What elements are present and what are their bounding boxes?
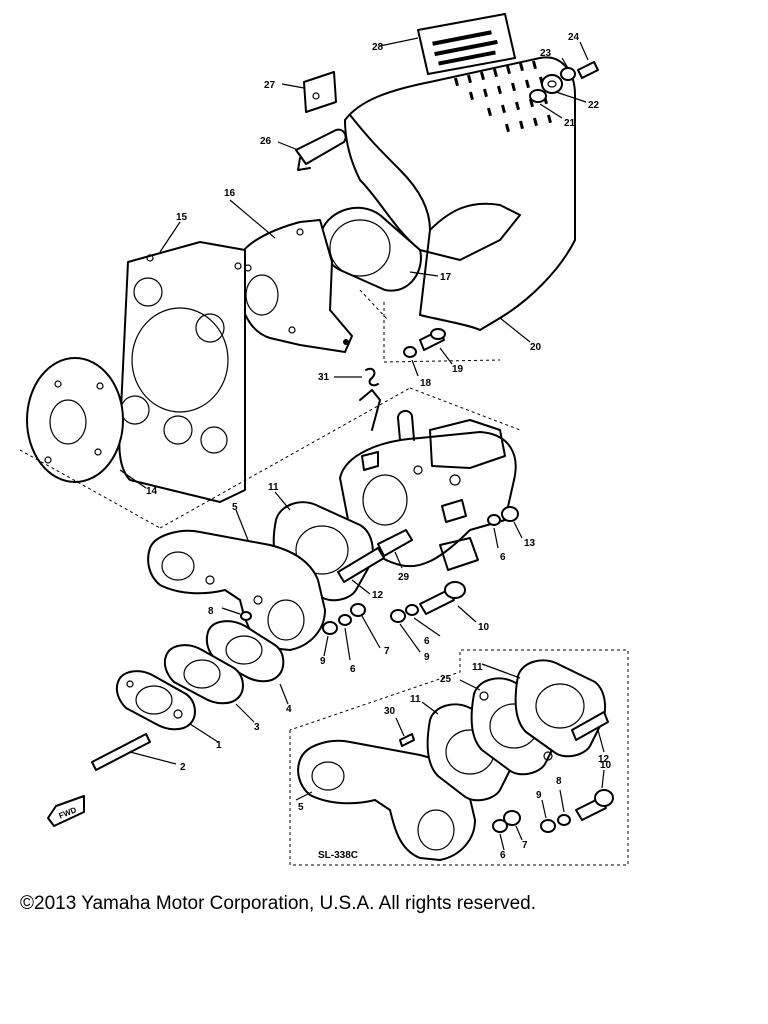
fasteners-middle (322, 603, 441, 661)
callout-20: 20 (530, 342, 542, 353)
subassembly-box: SL-338C (289, 649, 629, 866)
callout-15: 15 (176, 212, 188, 223)
manifold-5 (147, 509, 326, 651)
bolt-10 (419, 581, 477, 623)
disc-14 (26, 357, 147, 489)
callout-31: 31 (318, 372, 330, 383)
callout-23: 23 (540, 48, 552, 59)
callout-12b: 12 (598, 754, 610, 765)
callout-13: 13 (524, 538, 536, 549)
callout-11c: 11 (472, 662, 483, 673)
callout-16: 16 (224, 188, 236, 199)
callout-9b: 9 (424, 652, 430, 663)
callout-19: 19 (452, 364, 464, 375)
callout-6c: 6 (424, 636, 430, 647)
callout-8b: 8 (556, 776, 562, 787)
callout-6b: 6 (500, 552, 506, 563)
callout-29: 29 (398, 572, 410, 583)
callout-28: 28 (372, 42, 384, 53)
callout-22: 22 (588, 100, 600, 111)
callout-9c: 9 (536, 790, 542, 801)
callout-7b: 7 (522, 840, 528, 851)
callout-21: 21 (564, 118, 576, 129)
callout-2: 2 (180, 762, 186, 773)
screw-stack (529, 41, 599, 119)
callout-18: 18 (420, 378, 432, 389)
callout-24: 24 (568, 32, 580, 43)
callout-1: 1 (216, 740, 222, 751)
stud-29 (377, 529, 413, 569)
callout-10b: 10 (600, 760, 612, 771)
callout-6d: 6 (500, 850, 506, 861)
alignment-lines (19, 289, 521, 529)
parts-diagram: FWD SL-338C (19, 13, 629, 866)
subassembly-label: SL-338C (318, 850, 358, 861)
callout-9a: 9 (320, 656, 326, 667)
callouts: 1 2 3 4 5 5 6 6 6 6 7 7 8 8 9 9 9 10 10 … (146, 32, 612, 861)
callout-27: 27 (264, 80, 276, 91)
gasket-1 (115, 670, 219, 743)
label-plate (379, 13, 516, 75)
nut-13 (487, 506, 523, 549)
clip-26 (277, 128, 347, 171)
silencer-cover (344, 56, 576, 343)
carburetor (339, 367, 517, 571)
callout-3: 3 (254, 722, 260, 733)
screw-19 (403, 328, 453, 377)
callout-26: 26 (260, 136, 272, 147)
callout-5a: 5 (232, 502, 238, 513)
callout-6a: 6 (350, 664, 356, 675)
gasket-4 (205, 620, 289, 705)
callout-8a: 8 (208, 606, 214, 617)
callout-17: 17 (440, 272, 452, 283)
callout-10a: 10 (478, 622, 490, 633)
callout-14: 14 (146, 486, 158, 497)
callout-11b: 11 (410, 694, 421, 705)
callout-11a: 11 (268, 482, 279, 493)
callout-12a: 12 (372, 590, 384, 601)
callout-7a: 7 (384, 646, 390, 657)
callout-25: 25 (440, 674, 452, 685)
gasket-15 (118, 221, 246, 503)
stud-12 (337, 547, 385, 595)
callout-30: 30 (384, 706, 396, 717)
gasket-3 (163, 644, 255, 723)
item-8 (221, 607, 252, 621)
bracket-27 (281, 71, 337, 113)
stud-2 (91, 733, 177, 771)
copyright-text: ©2013 Yamaha Motor Corporation, U.S.A. A… (20, 893, 536, 914)
callout-5b: 5 (298, 802, 304, 813)
callout-4: 4 (286, 704, 292, 715)
fwd-tag: FWD (47, 795, 85, 827)
